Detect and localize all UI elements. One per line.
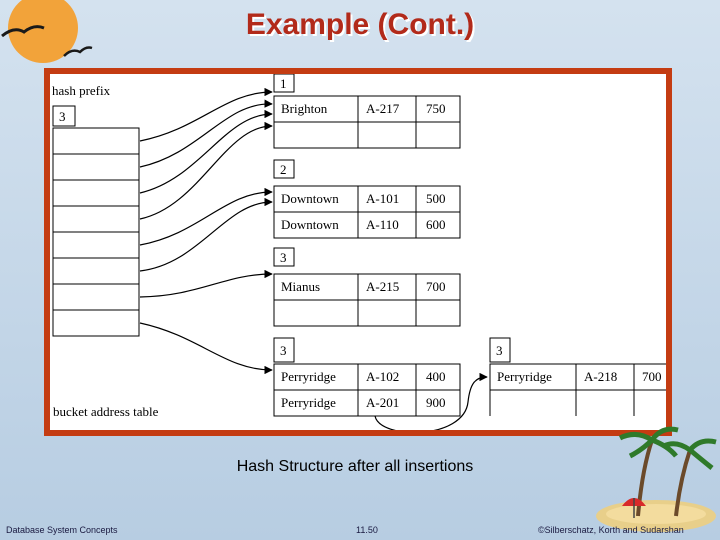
overflow-bucket: 3 Perryridge A-218 700	[489, 337, 666, 416]
record-balance: 400	[426, 369, 446, 384]
record-account: A-101	[366, 191, 399, 206]
record-account: A-110	[366, 217, 399, 232]
footer-book-title: Database System Concepts	[6, 525, 118, 535]
record-branch: Mianus	[281, 279, 320, 294]
bucket-local-depth: 3	[496, 343, 503, 358]
record-balance: 900	[426, 395, 446, 410]
bucket-pointers	[139, 87, 273, 375]
hash-prefix-box	[52, 105, 76, 127]
bucket-local-depth: 3	[280, 343, 287, 358]
record-branch: Downtown	[281, 191, 339, 206]
record-balance: 500	[426, 191, 446, 206]
record-branch: Perryridge	[281, 369, 336, 384]
bucket-address-table-label: bucket address table	[53, 404, 159, 419]
record-branch: Brighton	[281, 101, 328, 116]
record-branch: Perryridge	[497, 369, 552, 384]
record-account: A-102	[366, 369, 399, 384]
record-balance: 750	[426, 101, 446, 116]
hash-prefix-label: hash prefix	[52, 83, 111, 98]
record-balance: 600	[426, 217, 446, 232]
record-balance: 700	[426, 279, 446, 294]
bucket-local-depth: 1	[280, 76, 287, 91]
diagram-frame: hash prefix 3 bucket address table	[44, 68, 672, 436]
bucket-1: 1 Brighton A-217 750	[273, 74, 461, 149]
slide-title: Example (Cont.)	[245, 8, 475, 41]
bucket-3: 3 Mianus A-215 700	[273, 247, 461, 327]
record-account: A-215	[366, 279, 399, 294]
record-balance: 700	[642, 369, 662, 384]
record-account: A-201	[366, 395, 399, 410]
record-branch: Perryridge	[281, 395, 336, 410]
bucket-local-depth: 3	[280, 250, 287, 265]
record-account: A-218	[584, 369, 617, 384]
record-branch: Downtown	[281, 217, 339, 232]
bucket-4: 3 Perryridge A-102 400 Perryridge A-201 …	[273, 337, 461, 417]
extendable-hash-diagram: hash prefix 3 bucket address table	[52, 74, 666, 430]
figure-caption: Hash Structure after all insertions	[236, 458, 474, 475]
overflow-chain-arrow	[374, 372, 488, 430]
bucket-local-depth: 2	[280, 162, 287, 177]
bucket-address-table	[52, 127, 140, 337]
hash-prefix-value: 3	[59, 109, 66, 124]
record-account: A-217	[366, 101, 400, 116]
beach-clipart	[596, 426, 717, 532]
footer-copyright: ©Silberschatz, Korth and Sudarshan	[538, 525, 684, 535]
bucket-2: 2 Downtown A-101 500 Downtown A-110 600	[273, 159, 461, 239]
footer-page-number: 11.50	[356, 525, 378, 535]
sun-logo	[1, 0, 93, 63]
